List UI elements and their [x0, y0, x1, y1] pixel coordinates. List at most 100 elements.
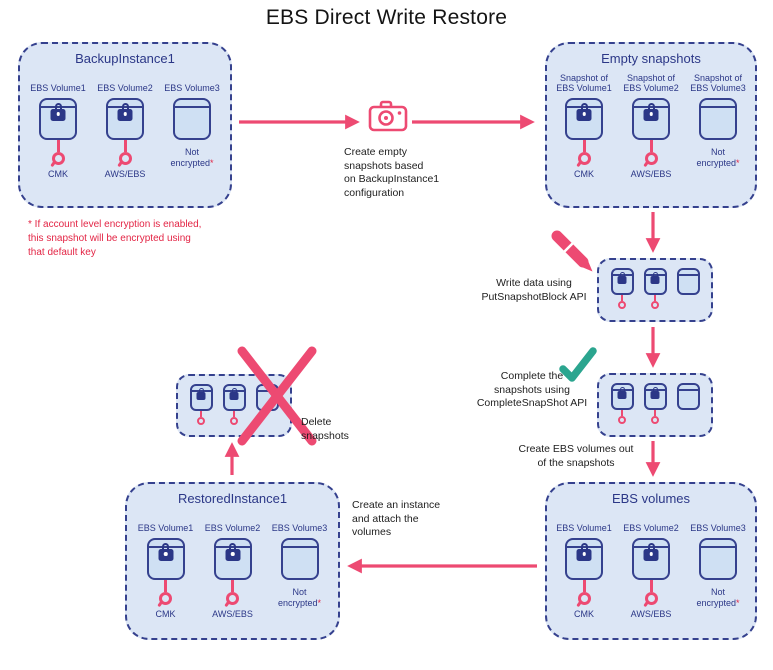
lock-icon [576, 549, 592, 561]
footnote-asterisk: * [736, 597, 740, 608]
volume-column: EBS Volume1 CMK [135, 509, 197, 619]
mini-volume-column [676, 268, 700, 320]
volume-label: Snapshot of EBS Volume1 [556, 72, 612, 94]
lock-icon [229, 392, 239, 400]
key-stem [199, 411, 203, 417]
pencil-icon [551, 230, 593, 272]
ebs-volume-icon [632, 538, 670, 580]
volume-label: EBS Volume3 [164, 83, 220, 94]
ebs-volume-icon [39, 98, 77, 140]
key-stem [582, 580, 586, 592]
key-icon [651, 301, 659, 309]
ebs-volume-icon [699, 538, 737, 580]
key-stem [653, 295, 657, 301]
volume-row: EBS Volume1 CMK EBS Volume2 AWS/EBS EBS … [547, 509, 755, 619]
lock-icon [650, 276, 660, 284]
lock-icon [617, 276, 627, 284]
volume-label: EBS Volume2 [204, 523, 261, 534]
panel-title: BackupInstance1 [75, 51, 175, 66]
key-label: CMK [48, 169, 68, 179]
footnote-asterisk: * [736, 157, 740, 168]
volume-column: EBS Volume1 CMK [27, 69, 89, 179]
ebs-volume-icon [643, 268, 667, 295]
volume-column: EBS Volume2 AWS/EBS [202, 509, 264, 619]
volume-column: EBS Volume2 AWS/EBS [620, 509, 682, 619]
key-stem [620, 410, 624, 416]
volume-label: EBS Volume1 [30, 83, 86, 94]
ebs-volume-icon [173, 98, 211, 140]
not-encrypted-label: Not encrypted* [696, 587, 740, 608]
lock-icon [617, 391, 627, 399]
volume-label: EBS Volume1 [556, 523, 612, 534]
ebs-volume-icon [565, 98, 603, 140]
ebs-volume-icon [632, 98, 670, 140]
ebs-volumes-panel: EBS volumes EBS Volume1 CMK EBS Volume2 … [545, 482, 757, 640]
create-snapshots-note: Create empty snapshots based on BackupIn… [344, 146, 440, 199]
ebs-volume-icon [222, 384, 246, 411]
encryption-footnote: * If account level encryption is enabled… [28, 219, 202, 258]
backup-instance-panel: BackupInstance1 EBS Volume1 CMK EBS Volu… [18, 42, 232, 208]
key-stem [649, 580, 653, 592]
key-label: AWS/EBS [104, 169, 146, 179]
ebs-volume-icon [189, 384, 213, 411]
ebs-volume-icon [699, 98, 737, 140]
key-icon [644, 152, 658, 165]
delete-snapshots-note: Delete snapshots [301, 416, 349, 442]
delete-snapshots-box [176, 374, 292, 437]
key-stem [649, 140, 653, 152]
key-stem [653, 410, 657, 416]
panel-title: RestoredInstance1 [177, 491, 288, 506]
mini-volume-column [610, 268, 634, 320]
key-stem [620, 295, 624, 301]
key-stem [123, 140, 127, 152]
ebs-volume-icon [610, 383, 634, 410]
volume-label: EBS Volume2 [97, 83, 153, 94]
volume-column: Snapshot of EBS Volume1 CMK [553, 69, 615, 179]
footnote-asterisk: * [317, 597, 322, 608]
key-icon [230, 417, 238, 425]
key-icon [51, 152, 65, 165]
footnote-asterisk: * [210, 157, 214, 168]
key-label: AWS/EBS [212, 609, 253, 619]
lock-icon [158, 549, 173, 561]
volume-label: EBS Volume2 [623, 523, 679, 534]
empty-snapshots-panel: Empty snapshots Snapshot of EBS Volume1 … [545, 42, 757, 208]
mini-volume-column [643, 268, 667, 320]
volume-row: EBS Volume1 CMK EBS Volume2 AWS/EBS EBS … [20, 69, 230, 179]
page-title: EBS Direct Write Restore [265, 6, 508, 29]
lock-icon [117, 109, 133, 121]
lock-icon [50, 109, 66, 121]
volume-row: Snapshot of EBS Volume1 CMK Snapshot of … [547, 69, 755, 179]
mini-volume-column [189, 384, 213, 435]
camera-icon [368, 100, 408, 132]
not-encrypted-label: Not encrypted* [277, 587, 322, 608]
ebs-volume-icon [255, 384, 279, 411]
key-icon [644, 592, 658, 605]
complete-snapshots-box [597, 373, 713, 437]
volume-column: EBS Volume3 Not encrypted* [687, 509, 749, 619]
ebs-volume-icon [106, 98, 144, 140]
key-stem [56, 140, 60, 152]
volume-column: EBS Volume3 Not encrypted* [269, 509, 331, 619]
ebs-volume-icon [565, 538, 603, 580]
volume-label: EBS Volume3 [690, 523, 746, 534]
volume-row: EBS Volume1 CMK EBS Volume2 AWS/EBS EBS … [127, 509, 338, 619]
create-instance-note: Create an instance and attach the volume… [352, 499, 441, 539]
not-encrypted-label: Not encrypted* [170, 147, 214, 168]
lock-icon [643, 549, 659, 561]
lock-icon [196, 392, 206, 400]
volume-column: EBS Volume1 CMK [553, 509, 615, 619]
volume-label: Snapshot of EBS Volume2 [623, 72, 679, 94]
volume-label: EBS Volume1 [137, 523, 194, 534]
mini-volume-column [676, 383, 700, 435]
key-icon [618, 416, 626, 424]
mini-volume-column [255, 384, 279, 435]
not-encrypted-label: Not encrypted* [696, 147, 740, 168]
create-volumes-note: Create EBS volumes out of the snapshots [518, 443, 634, 469]
key-stem [232, 411, 236, 417]
key-icon [577, 152, 591, 165]
complete-snapshots-note: Complete the snapshots using CompleteSna… [476, 370, 588, 410]
mini-volume-column [610, 383, 634, 435]
lock-icon [576, 109, 592, 121]
